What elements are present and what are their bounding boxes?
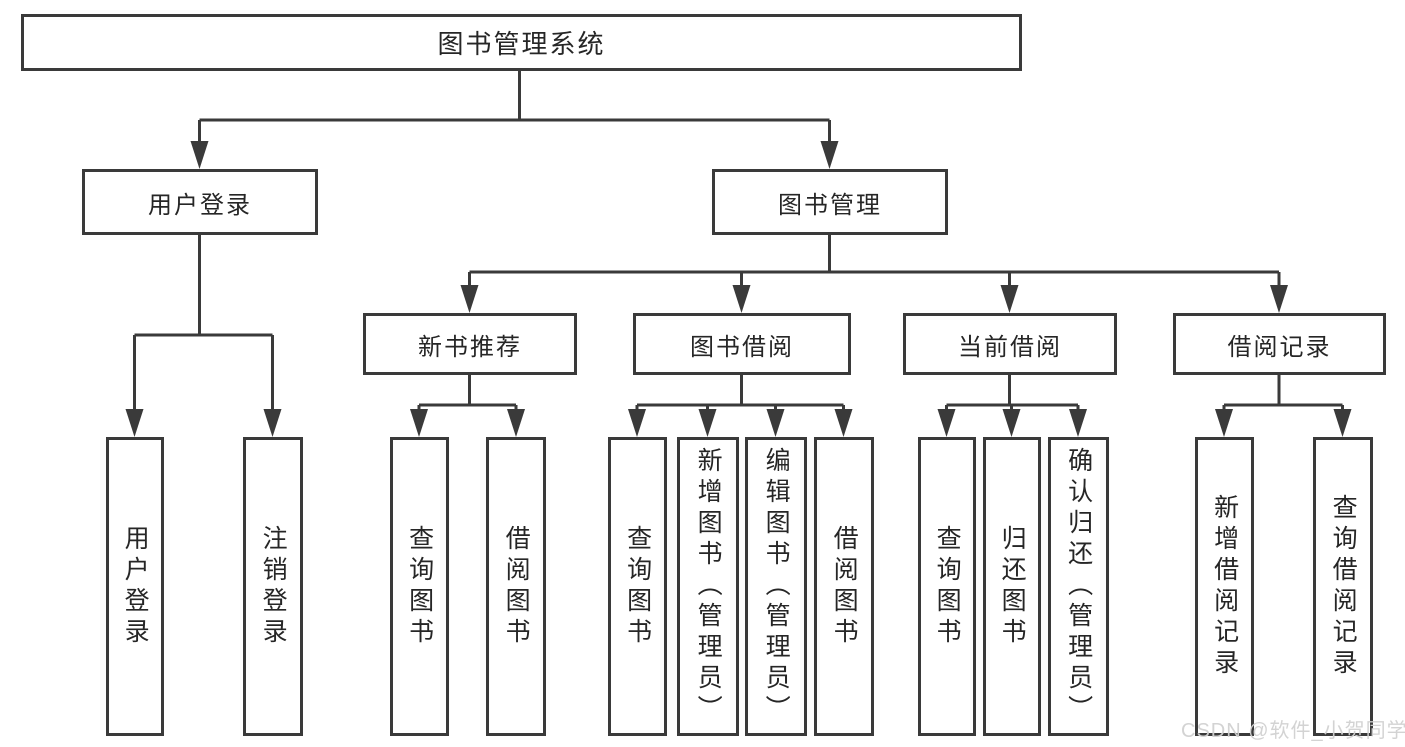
arrow-down-icon xyxy=(732,285,751,313)
leaf-label: 新增借阅记录 xyxy=(1210,493,1239,680)
leaf-return-book: 归还图书 xyxy=(983,437,1041,736)
arrow-down-icon xyxy=(766,409,785,437)
connector-root-to-branches xyxy=(198,70,831,145)
arrow-down-icon xyxy=(698,409,717,437)
arrow-down-icon xyxy=(1000,285,1019,313)
leaf-label: 借阅图书 xyxy=(502,524,531,649)
leaf-add-book-admin: 新增图书（管理员） xyxy=(677,437,739,736)
leaf-confirm-return-admin: 确认归还（管理员） xyxy=(1048,437,1109,736)
leaf-label: 编辑图书（管理员） xyxy=(762,447,791,726)
leaf-recommend-query-book: 查询图书 xyxy=(390,437,449,736)
leaf-label: 借阅图书 xyxy=(830,524,859,649)
leaf-label: 查询图书 xyxy=(405,524,434,649)
arrow-down-icon xyxy=(1333,409,1352,437)
node-borrow-record: 借阅记录 xyxy=(1173,313,1386,375)
leaf-label: 查询图书 xyxy=(933,524,962,649)
leaf-recommend-borrow-book: 借阅图书 xyxy=(486,437,546,736)
leaf-label: 查询图书 xyxy=(623,524,652,649)
leaf-logout: 注销登录 xyxy=(243,437,303,736)
arrow-down-icon xyxy=(410,409,428,437)
node-user-login: 用户登录 xyxy=(82,169,318,235)
leaf-label: 确认归还（管理员） xyxy=(1064,447,1093,726)
connector-borrow-to-leaves xyxy=(635,374,845,412)
arrow-down-icon xyxy=(125,409,144,437)
connector-login-to-leaves xyxy=(133,235,274,412)
node-current-borrow: 当前借阅 xyxy=(903,313,1117,375)
csdn-watermark: CSDN @软件_小贺同学 xyxy=(1181,720,1405,742)
arrow-down-icon xyxy=(1069,409,1087,437)
arrow-down-icon xyxy=(263,409,282,437)
node-new-book-recommend: 新书推荐 xyxy=(363,313,577,375)
leaf-label: 查询借阅记录 xyxy=(1329,493,1358,680)
arrow-down-icon xyxy=(834,409,853,437)
arrow-down-icon xyxy=(820,141,839,169)
leaf-label: 注销登录 xyxy=(259,524,288,649)
node-book-borrow: 图书借阅 xyxy=(633,313,851,375)
connector-edges xyxy=(133,70,1344,412)
connector-record-to-leaves xyxy=(1222,374,1344,412)
leaf-add-borrow-record: 新增借阅记录 xyxy=(1195,437,1254,736)
arrow-down-icon xyxy=(460,285,479,313)
leaf-current-query-book: 查询图书 xyxy=(918,437,976,736)
node-book-management: 图书管理 xyxy=(712,169,948,235)
arrowheads xyxy=(125,141,1352,437)
arrow-down-icon xyxy=(628,409,646,437)
arrow-down-icon xyxy=(1270,285,1288,313)
leaf-user-login: 用户登录 xyxy=(106,437,164,736)
arrow-down-icon xyxy=(190,141,209,169)
arrow-down-icon xyxy=(1002,409,1021,437)
arrow-down-icon xyxy=(937,409,956,437)
leaf-borrow-book: 借阅图书 xyxy=(814,437,874,736)
leaf-label: 用户登录 xyxy=(121,524,150,649)
connector-management-to-sections xyxy=(468,235,1281,288)
arrow-down-icon xyxy=(1215,409,1233,437)
node-root-library-system: 图书管理系统 xyxy=(21,14,1022,71)
leaf-query-borrow-record: 查询借阅记录 xyxy=(1313,437,1373,736)
leaf-borrow-query-book: 查询图书 xyxy=(608,437,667,736)
connector-recommend-to-leaves xyxy=(417,374,518,412)
leaf-label: 新增图书（管理员） xyxy=(694,447,723,726)
arrow-down-icon xyxy=(507,409,525,437)
connector-current-to-leaves xyxy=(945,374,1080,412)
leaf-edit-book-admin: 编辑图书（管理员） xyxy=(745,437,807,736)
leaf-label: 归还图书 xyxy=(998,524,1027,649)
